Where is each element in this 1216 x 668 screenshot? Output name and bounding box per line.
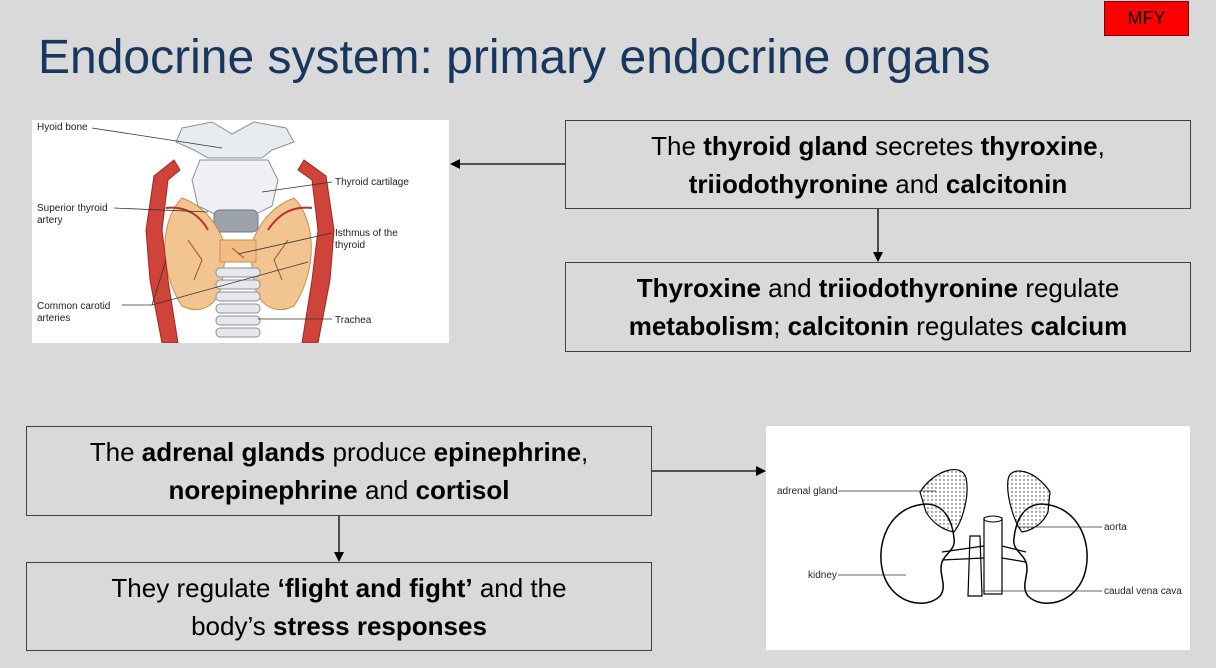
term-triiodothyronine: triiodothyronine [818, 273, 1019, 303]
carotid-right [297, 159, 335, 343]
text: regulates [909, 311, 1031, 341]
term-calcitonin: calcitonin [787, 311, 910, 341]
text: and the [472, 572, 567, 603]
thyroid-vessels [187, 239, 289, 281]
term-calcitonin: calcitonin [945, 168, 1068, 199]
thyroid-lobe-left [164, 197, 227, 311]
term-calcium: calcium [1030, 311, 1128, 341]
text: They regulate [111, 572, 278, 603]
term-thyroid-gland: thyroid gland [703, 130, 868, 161]
vena-cava-shape [967, 535, 983, 597]
text: The [89, 437, 142, 467]
adrenal-illustration: adrenal gland aorta kidney caudal vena c… [766, 426, 1190, 650]
term-triiodothyronine: triiodothyronine [688, 168, 889, 199]
adrenal-gland-left-shape [919, 469, 968, 533]
term-thyroxine: Thyroxine [636, 273, 761, 303]
text: secretes [867, 130, 981, 161]
text: , [581, 437, 589, 467]
term-norepinephrine: norepinephrine [168, 475, 358, 505]
label-carotid-2: arteries [37, 313, 70, 324]
text: and [888, 168, 946, 199]
label-isthmus-2: thyroid [335, 240, 365, 251]
renal-vessels [941, 545, 1027, 563]
text: and [760, 273, 819, 303]
page-title: Endocrine system: primary endocrine orga… [38, 31, 991, 84]
term-stress-responses: stress responses [273, 610, 487, 641]
trachea-rings [215, 267, 261, 338]
label-isthmus-1: Isthmus of the [335, 228, 398, 239]
text: and [357, 475, 416, 505]
label-hyoid-bone: Hyoid bone [37, 122, 88, 133]
label-trachea: Trachea [335, 315, 372, 326]
hyoid-bone-shape [175, 121, 295, 159]
label-adrenal-gland: adrenal gland [777, 486, 838, 497]
term-adrenal-glands: adrenal glands [141, 437, 326, 467]
adrenal-production-box: The adrenal glands produce epinephrine, … [26, 426, 652, 516]
label-superior-thyroid-1: Superior thyroid [37, 203, 108, 214]
label-thyroid-cartilage: Thyroid cartilage [335, 177, 409, 188]
term-cortisol: cortisol [415, 475, 510, 505]
kidney-left [880, 503, 955, 604]
text: regulate [1018, 273, 1120, 303]
label-caudal-vena-cava: caudal vena cava [1104, 586, 1182, 597]
term-flight-and-fight: ‘flight and fight’ [277, 572, 473, 603]
aorta-shape [983, 517, 1003, 595]
label-superior-thyroid-2: artery [37, 215, 63, 226]
thyroid-function-box: Thyroxine and triiodothyronine regulate … [565, 262, 1191, 352]
term-thyroxine: thyroxine [980, 130, 1098, 161]
adrenal-function-box: They regulate ‘flight and fight’ and the… [26, 562, 652, 651]
label-kidney: kidney [808, 570, 837, 581]
label-carotid-1: Common carotid [37, 301, 110, 312]
mfy-badge: MFY [1104, 1, 1189, 36]
label-aorta: aorta [1104, 522, 1127, 533]
text: produce [325, 437, 434, 467]
thyroid-lobe-right [249, 197, 312, 311]
thyroid-illustration: Hyoid bone Thyroid cartilage Superior th… [32, 120, 449, 343]
text: , [1097, 130, 1105, 161]
cricoid-shape [213, 209, 259, 233]
text: ; [773, 311, 788, 341]
thyroid-secretion-box: The thyroid gland secretes thyroxine, tr… [565, 120, 1191, 209]
term-epinephrine: epinephrine [433, 437, 582, 467]
thyroid-isthmus [219, 239, 257, 263]
adrenal-gland-right-shape [1007, 470, 1051, 533]
term-metabolism: metabolism [628, 311, 774, 341]
text: The [651, 130, 704, 161]
text: body’s [191, 610, 273, 641]
